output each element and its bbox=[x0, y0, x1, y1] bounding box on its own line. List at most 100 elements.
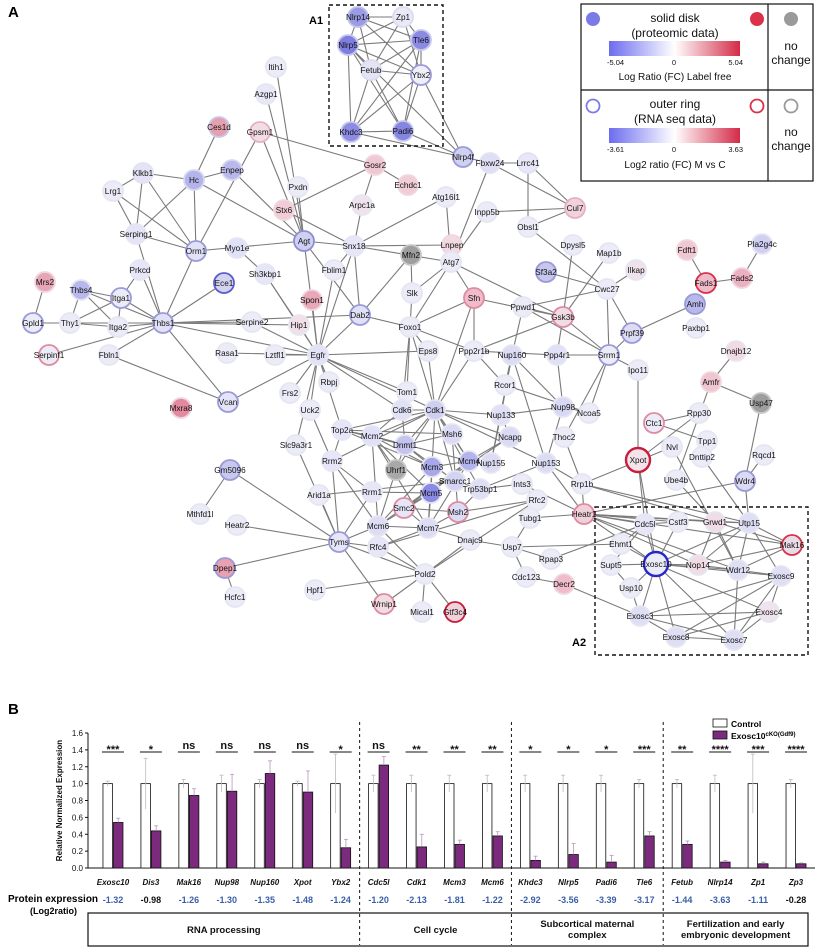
network-node[interactable]: Pxdn bbox=[287, 176, 309, 198]
network-node[interactable]: Hc bbox=[183, 169, 205, 191]
network-node[interactable]: Exosc9 bbox=[768, 565, 795, 587]
network-node[interactable]: Rfc2 bbox=[526, 489, 548, 511]
network-node[interactable]: Dnmt1 bbox=[393, 434, 418, 456]
network-node[interactable]: Tyms bbox=[328, 531, 350, 553]
network-node[interactable]: Exosc4 bbox=[756, 601, 783, 623]
network-node[interactable]: Fads1 bbox=[695, 272, 718, 294]
network-node[interactable]: Rqcd1 bbox=[752, 444, 776, 466]
network-node[interactable]: Itga2 bbox=[107, 316, 129, 338]
network-node[interactable]: Echdc1 bbox=[394, 174, 422, 196]
network-node[interactable]: Atg16l1 bbox=[432, 186, 460, 208]
network-node[interactable]: Gpld1 bbox=[22, 312, 44, 334]
network-node[interactable]: Myo1e bbox=[225, 237, 250, 259]
network-node[interactable]: Rpap3 bbox=[539, 548, 564, 570]
network-node[interactable]: Orm1 bbox=[185, 240, 207, 262]
network-node[interactable]: Usp47 bbox=[749, 392, 773, 414]
network-node[interactable]: Slc9a3r1 bbox=[280, 434, 313, 456]
network-node[interactable]: Fblim1 bbox=[322, 259, 347, 281]
network-node[interactable]: Decr2 bbox=[553, 573, 575, 595]
network-node[interactable]: Hpf1 bbox=[304, 579, 326, 601]
network-node[interactable]: Nvl bbox=[661, 436, 683, 458]
network-node[interactable]: Fbxw24 bbox=[476, 152, 505, 174]
network-node[interactable]: Atg7 bbox=[440, 251, 462, 273]
network-node[interactable]: Ppp4r1 bbox=[544, 344, 571, 366]
network-node[interactable]: Hip1 bbox=[288, 314, 310, 336]
network-node[interactable]: Wdr12 bbox=[726, 559, 751, 581]
network-node[interactable]: Wrnip1 bbox=[371, 593, 397, 615]
network-node[interactable]: Smarcc1 bbox=[439, 470, 472, 492]
network-node[interactable]: Slk bbox=[401, 282, 423, 304]
network-node[interactable]: Thy1 bbox=[59, 312, 81, 334]
network-node[interactable]: Ncoa5 bbox=[577, 402, 601, 424]
network-node[interactable]: Snx18 bbox=[342, 235, 366, 257]
network-node[interactable]: Top2a bbox=[331, 419, 354, 441]
network-node[interactable]: Azgp1 bbox=[254, 83, 278, 105]
network-node[interactable]: Mcm6 bbox=[367, 515, 390, 537]
network-node[interactable]: Tpp1 bbox=[696, 430, 718, 452]
network-node[interactable]: Gm5096 bbox=[214, 459, 246, 481]
network-node[interactable]: Itga1 bbox=[110, 287, 132, 309]
network-node[interactable]: Cul7 bbox=[564, 197, 586, 219]
network-node[interactable]: Mxra8 bbox=[170, 397, 193, 419]
network-node[interactable]: Mical1 bbox=[410, 601, 434, 623]
network-node[interactable]: Nup155 bbox=[477, 452, 506, 474]
network-node[interactable]: Thoc2 bbox=[553, 426, 576, 448]
network-node[interactable]: Supt5 bbox=[600, 554, 622, 576]
network-node[interactable]: Cdk6 bbox=[391, 399, 413, 421]
network-node[interactable]: Cdk1 bbox=[424, 399, 446, 421]
network-node[interactable]: Uhrf1 bbox=[385, 459, 407, 481]
network-node[interactable]: Arid1a bbox=[307, 484, 331, 506]
network-node[interactable]: Nup133 bbox=[487, 404, 516, 426]
network-node[interactable]: Gosr2 bbox=[364, 154, 387, 176]
network-node[interactable]: Rrm2 bbox=[321, 450, 343, 472]
network-node[interactable]: Usp7 bbox=[501, 536, 523, 558]
network-node[interactable]: Mcm5 bbox=[420, 482, 443, 504]
network-node[interactable]: Ube4b bbox=[664, 469, 689, 491]
network-node[interactable]: Dpep1 bbox=[213, 557, 238, 579]
network-node[interactable]: Mak16 bbox=[780, 534, 805, 556]
network-node[interactable]: Ctc1 bbox=[643, 412, 665, 434]
network-node[interactable]: Itih1 bbox=[265, 56, 287, 78]
network-node[interactable]: Cdc123 bbox=[512, 566, 541, 588]
network-node[interactable]: Lztfl1 bbox=[264, 344, 286, 366]
network-node[interactable]: Usp10 bbox=[619, 577, 643, 599]
network-node[interactable]: Dnajb12 bbox=[721, 340, 752, 362]
network-node[interactable]: Nup160 bbox=[498, 344, 527, 366]
network-node[interactable]: Exosc7 bbox=[721, 629, 748, 651]
network-node[interactable]: Rcor1 bbox=[494, 374, 516, 396]
network-node[interactable]: Mcm7 bbox=[417, 517, 440, 539]
network-node[interactable]: Fdft1 bbox=[676, 239, 698, 261]
network-node[interactable]: Ipo11 bbox=[627, 359, 649, 381]
network-node[interactable]: Cwc27 bbox=[594, 278, 620, 300]
network-node[interactable]: Gtf3c4 bbox=[443, 601, 468, 623]
network-node[interactable]: Gpsm1 bbox=[247, 121, 274, 143]
network-node[interactable]: Foxo1 bbox=[399, 316, 422, 338]
network-node[interactable]: Exosc3 bbox=[627, 605, 654, 627]
network-node[interactable]: Khdc3 bbox=[339, 121, 363, 143]
network-node[interactable]: Paxbp1 bbox=[682, 317, 710, 339]
network-node[interactable]: Padi6 bbox=[392, 120, 414, 142]
network-node[interactable]: Tle6 bbox=[410, 29, 432, 51]
network-node[interactable]: Frs2 bbox=[279, 382, 301, 404]
network-node[interactable]: Uck2 bbox=[299, 399, 321, 421]
network-node[interactable]: Tubg1 bbox=[519, 507, 542, 529]
network-node[interactable]: Srrm1 bbox=[598, 344, 621, 366]
network-node[interactable]: Lrrc41 bbox=[516, 152, 540, 174]
network-node[interactable]: Sf3a2 bbox=[535, 261, 557, 283]
network-node[interactable]: Prpf39 bbox=[620, 322, 645, 344]
network-node[interactable]: Egfr bbox=[307, 344, 329, 366]
network-node[interactable]: Mfn2 bbox=[400, 244, 422, 266]
network-node[interactable]: Ints3 bbox=[511, 473, 533, 495]
network-node[interactable]: Enpep bbox=[220, 159, 244, 181]
network-node[interactable]: Dpysl5 bbox=[560, 234, 586, 256]
network-node[interactable]: Rrm1 bbox=[361, 481, 383, 503]
network-node[interactable]: Obsl1 bbox=[517, 216, 539, 238]
network-node[interactable]: Mcm2 bbox=[361, 425, 384, 447]
network-node[interactable]: Exosc10 bbox=[640, 550, 672, 578]
network-node[interactable]: Dnajc9 bbox=[457, 529, 483, 551]
network-node[interactable]: Nlrp5 bbox=[337, 34, 359, 56]
network-node[interactable]: Nup98 bbox=[551, 396, 576, 418]
network-node[interactable]: Sh3kbp1 bbox=[249, 263, 282, 285]
network-node[interactable]: Mcm4 bbox=[458, 450, 481, 472]
network-node[interactable]: Dab2 bbox=[349, 304, 371, 326]
